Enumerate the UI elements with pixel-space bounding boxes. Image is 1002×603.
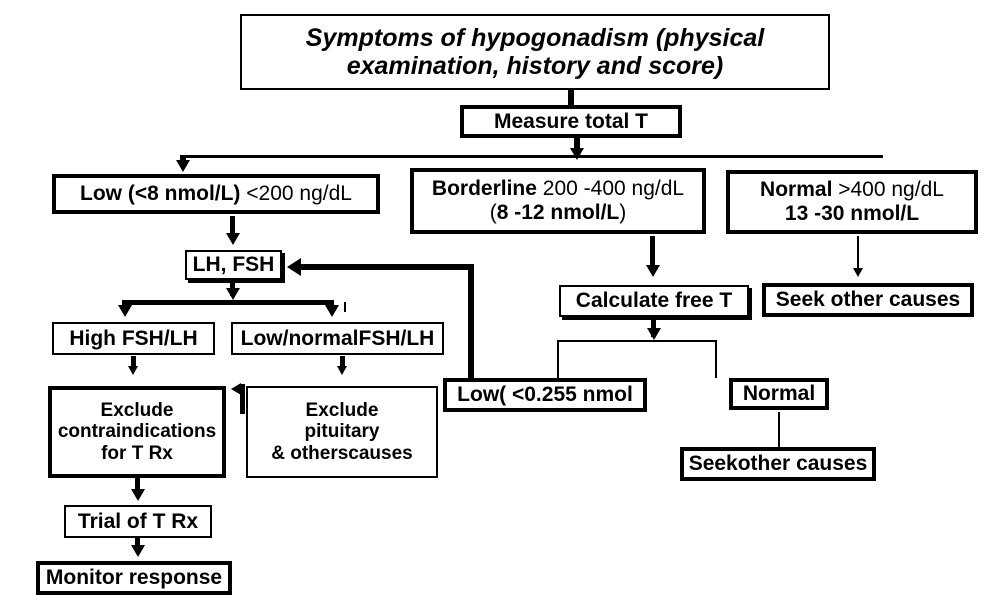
arrow-borderline-to-free-t: [646, 265, 660, 277]
node-borderline-total-t: Borderline 200 -400 ng/dL (8 -12 nmol/L): [410, 168, 706, 234]
arrow-free-t-down: [647, 328, 661, 340]
borderline-paren-close: ): [619, 201, 627, 224]
node-symptoms: Symptoms of hypogonadism (physical exami…: [240, 14, 830, 90]
connector-free-t-split-right-leg: [715, 340, 717, 378]
low-bold-text: Low (<8 nmol/L): [80, 182, 241, 206]
connector-contraindications-to-trial: [135, 478, 140, 494]
arrow-pituitary-to-contraindications: [231, 383, 241, 395]
node-symptoms-label: Symptoms of hypogonadism (physical exami…: [305, 24, 765, 80]
node-measure-total-t-label: Measure total T: [493, 109, 649, 133]
node-low-total-t-label: Low (<8 nmol/L) <200 ng/dL: [80, 182, 352, 206]
arrow-bar-to-low: [176, 160, 190, 172]
connector-normal-to-seek-other: [857, 236, 859, 274]
node-low-total-t: Low (<8 nmol/L) <200 ng/dL: [52, 174, 380, 214]
borderline-regular-text: 200 -400 ng/dL: [536, 177, 685, 201]
connector-low-to-lhfsh: [230, 216, 235, 236]
connector-symptoms-to-measure: [568, 90, 574, 106]
arrow-split-to-low-normal-fsh: [325, 305, 339, 317]
node-low-free-t-label: Low( <0.255 nmol: [457, 383, 633, 407]
arrow-measure-to-bar: [570, 148, 584, 160]
node-free-t-normal-label: Normal: [742, 382, 816, 406]
connector-borderline-to-free-t: [650, 236, 655, 268]
node-exclude-contraindications: Exclude contraindications for T Rx: [48, 386, 226, 478]
connector-pituitary-to-contraindications: [240, 384, 245, 414]
node-normal-total-t: Normal >400 ng/dL 13 -30 nmol/L: [726, 170, 978, 234]
connector-low-free-t-up: [468, 264, 474, 380]
node-low-free-t: Low( <0.255 nmol: [443, 378, 647, 412]
node-monitor-response-label: Monitor response: [45, 566, 223, 590]
node-lh-fsh: LH, FSH: [185, 250, 282, 280]
connector-high-fsh-down: [131, 356, 136, 370]
node-free-t-normal: Normal: [729, 378, 829, 410]
arrow-normal-to-seek-other: [853, 268, 863, 277]
normal-unit-text: ng/dL: [891, 178, 944, 202]
node-high-fsh-lh-label: High FSH/LH: [69, 326, 198, 350]
connector-free-t-split-bar: [557, 340, 717, 342]
connector-free-t-split-left-leg: [557, 340, 559, 378]
node-low-normal-fsh-lh-label: Low/normalFSH/LH: [240, 326, 435, 350]
connector-free-t-normal-to-seek: [778, 412, 780, 448]
arrow-high-fsh-to-exclude: [128, 366, 138, 375]
node-monitor-response: Monitor response: [36, 561, 232, 595]
node-seek-other-causes-bottom: Seekother causes: [680, 447, 876, 481]
node-measure-total-t: Measure total T: [460, 105, 682, 138]
tick-mark-split-right: [344, 302, 346, 312]
low-regular-text: <200 ng/dL: [240, 182, 352, 206]
arrow-contraindications-to-trial: [131, 489, 145, 501]
node-trial-of-t-rx-label: Trial of T Rx: [77, 509, 199, 533]
node-calculate-free-t: Calculate free T: [559, 285, 749, 317]
normal-bold-text: Normal: [760, 178, 839, 202]
arrow-low-to-lhfsh: [226, 233, 240, 245]
connector-lhfsh-split-bar: [122, 300, 334, 305]
arrow-feedback-to-lhfsh: [287, 258, 301, 276]
connector-lhfsh-down: [230, 278, 235, 296]
node-borderline-line1: Borderline 200 -400 ng/dL: [432, 177, 684, 201]
node-normal-line2: 13 -30 nmol/L: [784, 202, 920, 225]
node-seek-other-causes-right: Seek other causes: [762, 283, 974, 317]
arrow-trial-to-monitor: [131, 545, 145, 557]
connector-feedback-horizontal: [300, 264, 474, 270]
arrow-lhfsh-down: [226, 288, 240, 300]
node-seek-other-causes-right-label: Seek other causes: [775, 288, 961, 312]
node-calculate-free-t-label: Calculate free T: [575, 289, 733, 313]
node-trial-of-t-rx: Trial of T Rx: [64, 505, 212, 538]
borderline-bold-text: Borderline: [431, 177, 537, 201]
arrow-split-to-high-fsh: [118, 305, 132, 317]
node-low-normal-fsh-lh: Low/normalFSH/LH: [231, 322, 444, 355]
connector-measure-down: [574, 138, 580, 152]
node-exclude-contraindications-label: Exclude contraindications for T Rx: [57, 400, 217, 464]
connector-distribution-bar: [183, 155, 883, 158]
connector-low-normal-fsh-down: [340, 356, 345, 370]
normal-regular-text: >400: [838, 178, 892, 202]
node-normal-line1: Normal >400 ng/dL: [760, 178, 944, 202]
node-exclude-pituitary: Exclude pituitary & otherscauses: [246, 386, 438, 478]
node-borderline-line2: (8 -12 nmol/L): [490, 201, 627, 225]
borderline-line2-bold: 8 -12 nmol/L: [496, 201, 620, 224]
node-seek-other-causes-bottom-label: Seekother causes: [688, 452, 868, 476]
node-lh-fsh-label: LH, FSH: [192, 253, 275, 277]
borderline-paren-open: (: [489, 201, 497, 224]
node-exclude-pituitary-label: Exclude pituitary & otherscauses: [271, 400, 413, 464]
node-high-fsh-lh: High FSH/LH: [52, 322, 215, 355]
connector-trial-to-monitor: [135, 538, 140, 550]
arrow-low-normal-fsh-to-exclude-pituitary: [337, 366, 347, 375]
